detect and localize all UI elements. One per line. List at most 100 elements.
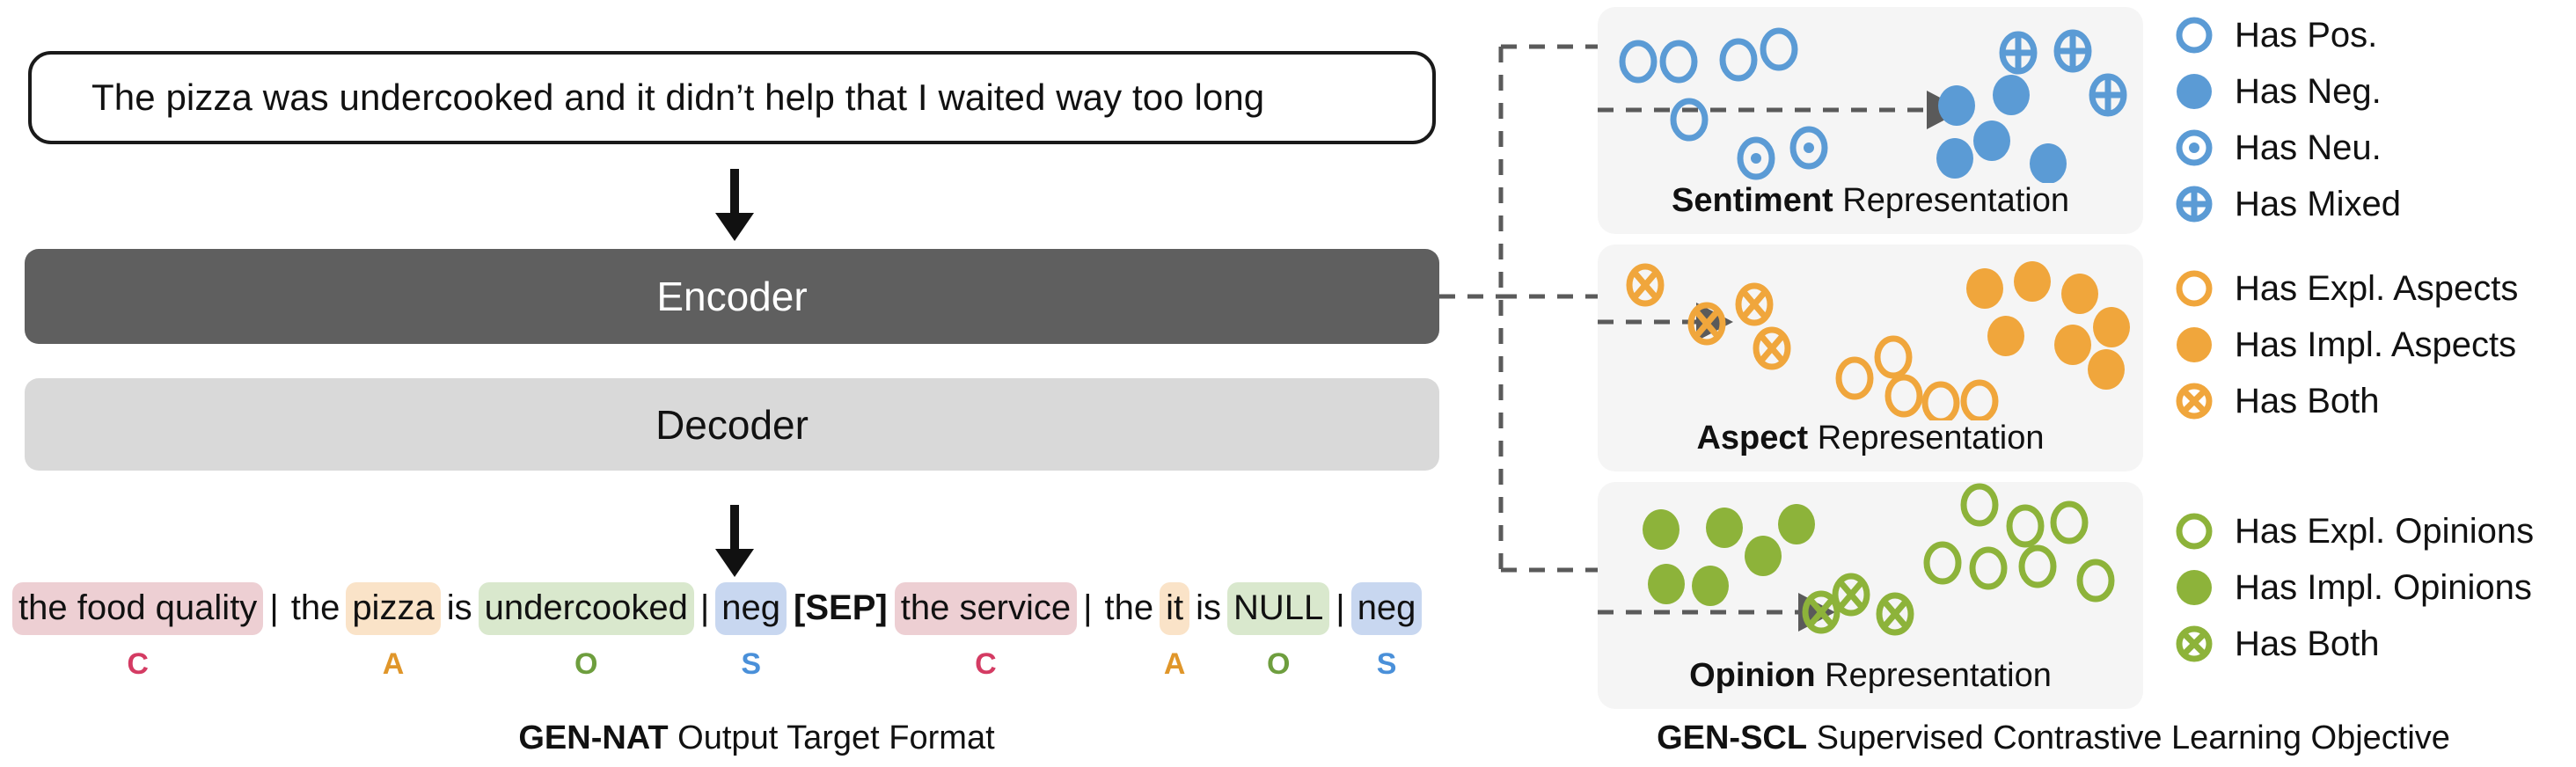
cross-circle-icon (2176, 383, 2213, 420)
genscl-caption-bold: GEN-SCL (1657, 720, 1808, 756)
legend-item-label: Has Expl. Opinions (2235, 511, 2535, 551)
output-token: the (285, 582, 347, 649)
filled-marker-icon (2054, 325, 2091, 365)
opinion-panel-label: Opinion Representation (1598, 657, 2143, 695)
sentiment-legend: Has Pos.Has Neg.Has Neu.Has Mixed (2171, 7, 2401, 232)
token-text: the (290, 588, 340, 627)
legend-item-label: Has Both (2235, 381, 2380, 420)
hollow-marker-icon (1960, 483, 1999, 527)
encoder-block: Encoder (25, 249, 1439, 344)
plus-marker-icon (1999, 31, 2038, 75)
aspect-label-rest: Representation (1808, 420, 2045, 457)
arrow-input-to-encoder (730, 169, 739, 215)
cross-marker-icon (1876, 592, 1914, 636)
gennat-caption-bold: GEN-NAT (518, 720, 669, 756)
token-text: the service (894, 582, 1078, 635)
sentiment-keyword: Sentiment (1672, 182, 1833, 219)
legend-item: Has Both (2171, 373, 2518, 429)
sentiment-representation-panel: Sentiment Representation (1598, 7, 2143, 234)
hollow-marker-icon (1921, 381, 1960, 420)
token-text: is (446, 588, 472, 627)
hollow-circle-icon (2176, 513, 2213, 550)
aspect-panel-label: Aspect Representation (1598, 420, 2143, 457)
legend-item: Has Mixed (2171, 176, 2401, 232)
genscl-caption: GEN-SCL Supervised Contrastive Learning … (1531, 720, 2576, 757)
output-token: the (1099, 582, 1160, 649)
legend-item-label: Has Mixed (2235, 184, 2401, 223)
token-role-tag: C (975, 647, 997, 681)
hollow-marker-icon (1719, 38, 1758, 82)
legend-item: Has Expl. Opinions (2171, 503, 2534, 559)
legend-item-label: Has Pos. (2235, 15, 2378, 55)
opinion-representation-panel: Opinion Representation (1598, 482, 2143, 709)
legend-item-label: Has Impl. Aspects (2235, 325, 2517, 364)
opinion-label-rest: Representation (1815, 657, 2052, 694)
token-text: is (1196, 588, 1222, 627)
token-separator: | (1083, 588, 1093, 627)
panel-arrow-icon (1598, 303, 1733, 341)
hollow-circle-icon (2176, 270, 2213, 307)
legend-item: Has Pos. (2171, 7, 2401, 63)
token-text: neg (1350, 582, 1423, 635)
filled-marker-icon (1692, 566, 1729, 606)
hollow-marker-icon (1923, 541, 1962, 585)
token-text: undercooked (478, 582, 694, 635)
filled-marker-icon (1993, 75, 2030, 115)
legend-item: Has Both (2171, 616, 2534, 672)
plus-marker-icon (2053, 29, 2092, 73)
hollow-marker-icon (1670, 98, 1709, 142)
filled-marker-icon (1938, 85, 1975, 126)
token-separator: | (699, 588, 710, 627)
token-role-tag: O (574, 647, 598, 681)
cross-marker-icon (1626, 263, 1665, 307)
token-text: the (1104, 588, 1154, 627)
arrow-decoder-to-output (730, 505, 739, 551)
token-role-tag: A (382, 647, 405, 681)
decoder-block: Decoder (25, 378, 1439, 471)
sentiment-panel-label: Sentiment Representation (1598, 182, 2143, 220)
hollow-marker-icon (1619, 40, 1658, 84)
token-separator: | (1336, 588, 1345, 627)
output-token: [SEP] (787, 582, 895, 649)
filled-marker-icon (1778, 504, 1815, 544)
token-text: the food quality (12, 582, 264, 635)
cross-marker-icon (1832, 573, 1870, 617)
token-text: it (1160, 582, 1190, 635)
genscl-caption-rest: Supervised Contrastive Learning Objectiv… (1807, 720, 2450, 756)
filled-marker-icon (2061, 274, 2098, 314)
token-text: neg (715, 582, 787, 635)
filled-marker-icon (1966, 268, 2003, 309)
filled-marker-icon (1973, 121, 2010, 161)
token-role-tag: O (1266, 647, 1291, 681)
panel-arrow-icon (1598, 91, 1964, 129)
legend-item-label: Has Neu. (2235, 128, 2382, 167)
filled-circle-icon (2177, 74, 2212, 109)
legend-item: Has Impl. Aspects (2171, 317, 2518, 373)
legend-item: Has Neu. (2171, 120, 2401, 176)
input-sentence-box: The pizza was undercooked and it didn’t … (28, 51, 1436, 144)
filled-marker-icon (1643, 509, 1680, 550)
donut-circle-icon (2176, 129, 2213, 166)
hollow-marker-icon (1960, 379, 1999, 420)
filled-marker-icon (1745, 536, 1782, 576)
aspect-keyword: Aspect (1696, 420, 1809, 457)
opinion-scatter (1598, 483, 2115, 636)
legend-item-label: Has Both (2235, 624, 2380, 663)
filled-marker-icon (2093, 307, 2130, 347)
sentiment-scatter (1598, 27, 2127, 183)
token-text: pizza (346, 582, 441, 635)
filled-circle-icon (2177, 327, 2212, 362)
token-role-tag: S (741, 647, 761, 681)
legend-item-label: Has Impl. Opinions (2235, 567, 2532, 607)
hollow-marker-icon (2076, 559, 2115, 603)
gennat-caption-rest: Output Target Format (668, 720, 995, 756)
hollow-circle-icon (2176, 17, 2213, 54)
token-role-tag: S (1376, 647, 1397, 681)
opinion-keyword: Opinion (1689, 657, 1816, 694)
